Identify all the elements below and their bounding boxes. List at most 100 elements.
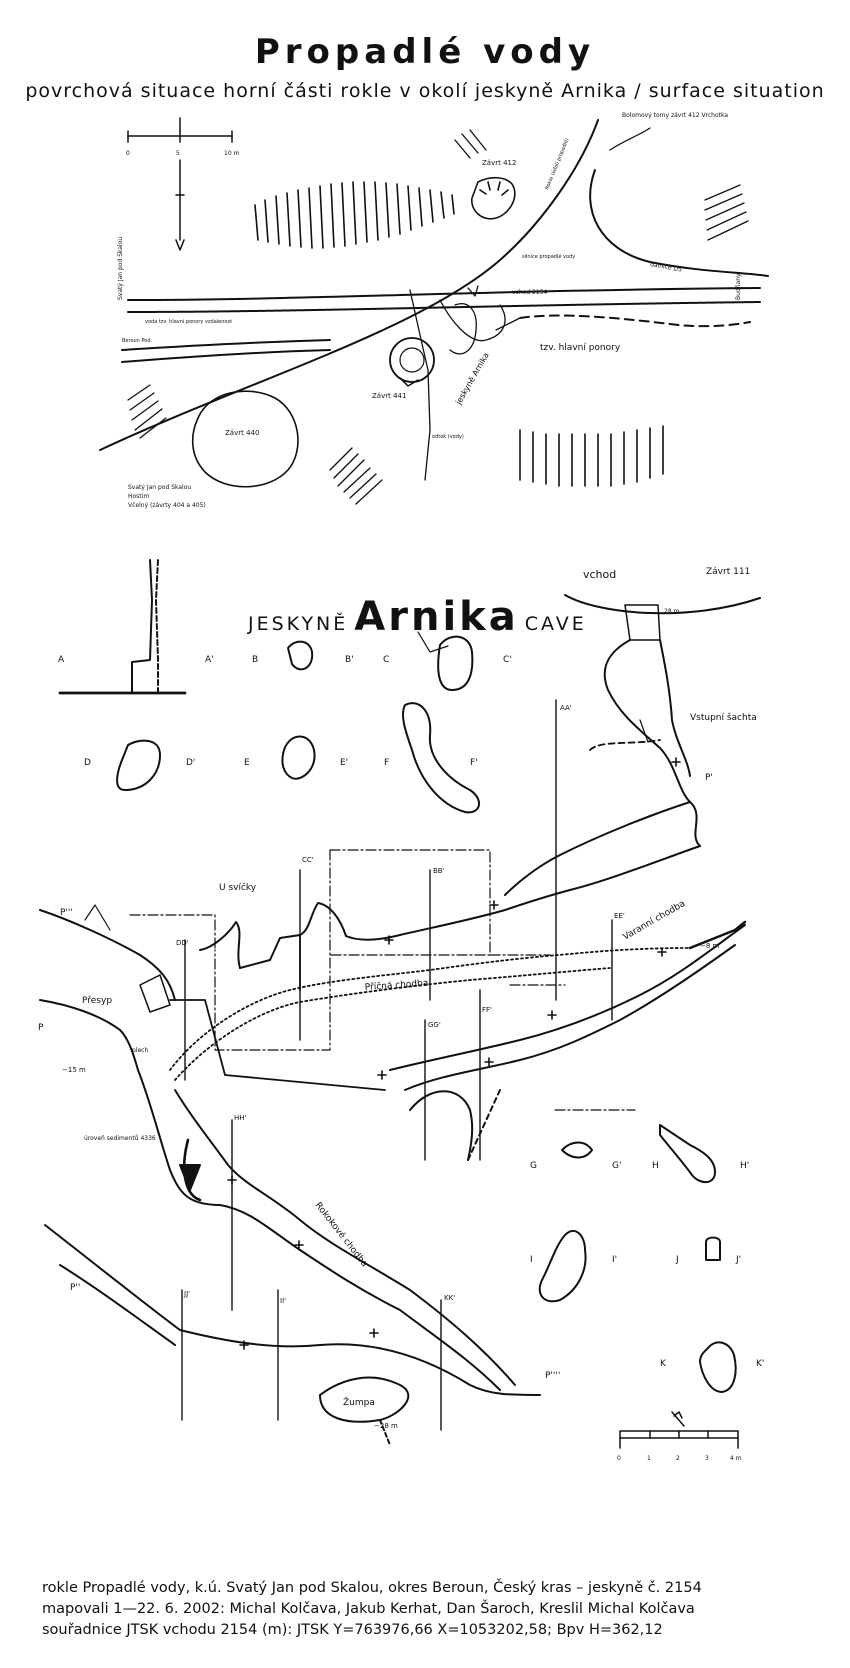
label-presyp: Přesyp xyxy=(82,996,112,1006)
station-markers xyxy=(227,757,681,1350)
p-label-P: P xyxy=(38,1023,44,1033)
rokoko-chodba xyxy=(137,1069,516,1391)
section-K xyxy=(699,1341,737,1393)
section-label-I-prime: I' xyxy=(612,1255,617,1265)
profile-label-JJ: JJ' xyxy=(183,1290,190,1298)
label-vstupni-sachta: Vstupní šachta xyxy=(690,712,757,723)
surface-scale-bar: 0 5 10 m xyxy=(126,117,240,157)
pricna-chodba-lower-2 xyxy=(174,967,611,1081)
label-road-right: dálnice D5 xyxy=(650,261,683,273)
label-plech: plech xyxy=(132,1047,148,1054)
section-label-D-prime: D' xyxy=(186,758,195,768)
section-J xyxy=(705,1236,721,1261)
footer-line-coordinates: souřadnice JTSK vchodu 2154 (m): JTSK Y=… xyxy=(42,1622,663,1638)
slope-hatching-bottom-right xyxy=(519,425,664,487)
label-hostim: Hostim xyxy=(128,493,149,500)
cave-north-arrow-icon xyxy=(671,1411,685,1427)
label-vcelny: Včelný (závrty 404 a 405) xyxy=(128,502,206,509)
section-label-B: B xyxy=(252,655,258,665)
label-varna-chodba: Varanní chodba xyxy=(622,899,688,943)
section-label-K-prime: K' xyxy=(756,1359,764,1369)
profile-lines xyxy=(181,699,613,1431)
section-label-J: J xyxy=(675,1255,679,1265)
cave-heading-right: CAVE xyxy=(524,613,587,635)
profile-label-EE: EE' xyxy=(614,912,625,920)
cave-scale-0: 0 xyxy=(617,1455,621,1462)
label-hlavni-ponory: tzv. hlavní ponory xyxy=(540,343,621,353)
entrance-shaft xyxy=(603,639,701,847)
slope-hatching-bottom-mid xyxy=(329,447,383,505)
map-footer: rokle Propadlé vody, k.ú. Svatý Jan pod … xyxy=(42,1578,822,1641)
section-label-H-prime: H' xyxy=(740,1161,749,1171)
section-label-E-prime: E' xyxy=(340,758,348,768)
section-label-G: G xyxy=(530,1161,537,1171)
label-zumpa: Žumpa xyxy=(343,1396,375,1408)
label-budnany: Budňany xyxy=(735,273,742,300)
varna-chodba xyxy=(389,920,747,1091)
sinkhole-412 xyxy=(471,176,516,220)
section-A xyxy=(58,559,187,695)
label-jeskyne-arnika: jeskyně Arnika xyxy=(453,351,490,407)
section-label-E: E xyxy=(244,758,250,768)
section-label-K: K xyxy=(660,1359,667,1369)
profile-label-DD: DD' xyxy=(176,939,189,947)
section-I xyxy=(538,1230,587,1303)
slope-hatching-right xyxy=(704,184,749,241)
profile-label-II: II' xyxy=(280,1297,286,1305)
p-label-P1: P' xyxy=(705,773,713,783)
profile-frames xyxy=(129,849,636,1111)
profile-label-FF: FF' xyxy=(482,1006,492,1014)
water-channel xyxy=(519,314,751,328)
section-H xyxy=(659,1124,716,1184)
section-label-J-prime: J' xyxy=(735,1255,741,1265)
label-vody: voda tzv. hlavní ponory vzdalenost xyxy=(145,318,232,325)
page-subtitle: povrchová situace horní části rokle v ok… xyxy=(25,80,825,102)
cave-scale-2: 2 xyxy=(676,1455,680,1462)
label-depth-28: −28 m xyxy=(374,1422,398,1430)
label-u-svicky: U svíčky xyxy=(219,882,257,893)
slope-hatching-left xyxy=(127,384,167,439)
label-pricna-chodba: Příčná chodba xyxy=(364,978,428,993)
profile-label-CC: CC' xyxy=(302,856,314,864)
cave-heading-main: Arnika xyxy=(354,594,519,640)
label-zavrt-412: Závrt 412 xyxy=(482,159,516,167)
surface-scale-5: 5 xyxy=(176,150,180,157)
surface-map: 0 5 10 m xyxy=(99,112,769,509)
passage-gg xyxy=(409,1089,501,1161)
p-label-P2: P'' xyxy=(70,1283,80,1293)
page-title: Propadlé vody xyxy=(254,32,596,72)
label-road-mid: Beroun Pod. xyxy=(122,338,153,344)
cave-scale-3: 3 xyxy=(705,1455,709,1462)
slope-hatching-top xyxy=(254,181,455,249)
cave-heading-left: JESKYNĚ xyxy=(248,613,349,635)
section-label-C-prime: C' xyxy=(503,655,512,665)
section-label-A: A xyxy=(58,655,65,665)
section-label-C: C xyxy=(383,655,389,665)
section-label-F-prime: F' xyxy=(470,758,478,768)
section-C xyxy=(417,631,474,691)
cave-scale-4: 4 m xyxy=(730,1455,742,1462)
label-vchod-2154: vchod 2154 xyxy=(512,289,547,296)
section-B xyxy=(287,640,314,671)
cave-map: vchod Závrt 111 Vstupní šachta U svíčky … xyxy=(38,559,764,1462)
profile-label-BB: BB' xyxy=(433,867,445,875)
label-svaty-jan-bottom: Svatý Jan pod Skalou xyxy=(128,484,191,491)
section-label-I: I xyxy=(530,1255,533,1265)
label-odtok: odtok (vody) xyxy=(432,434,464,440)
section-label-D: D xyxy=(84,758,91,768)
label-dolomit: Bolomový tomy závrt 412 Vrchotka xyxy=(622,112,728,119)
p-label-P4: P'''' xyxy=(545,1371,560,1381)
presyp-walls xyxy=(39,904,176,1071)
label-depth-15: −15 m xyxy=(62,1066,86,1074)
section-label-G-prime: G' xyxy=(612,1161,621,1171)
entrance-sinkhole xyxy=(564,594,761,641)
dashed-passage-shaft xyxy=(589,739,661,751)
label-svaty-jan: Svatý Jan pod Skalou xyxy=(117,237,124,300)
footer-line-location: rokle Propadlé vody, k.ú. Svatý Jan pod … xyxy=(42,1580,702,1596)
cave-scale-bar xyxy=(619,1430,739,1449)
profile-label-AA: AA' xyxy=(560,704,572,712)
cave-trace-surface xyxy=(409,285,521,481)
label-vchod: vchod xyxy=(583,568,616,581)
sinkhole-440 xyxy=(191,390,299,488)
